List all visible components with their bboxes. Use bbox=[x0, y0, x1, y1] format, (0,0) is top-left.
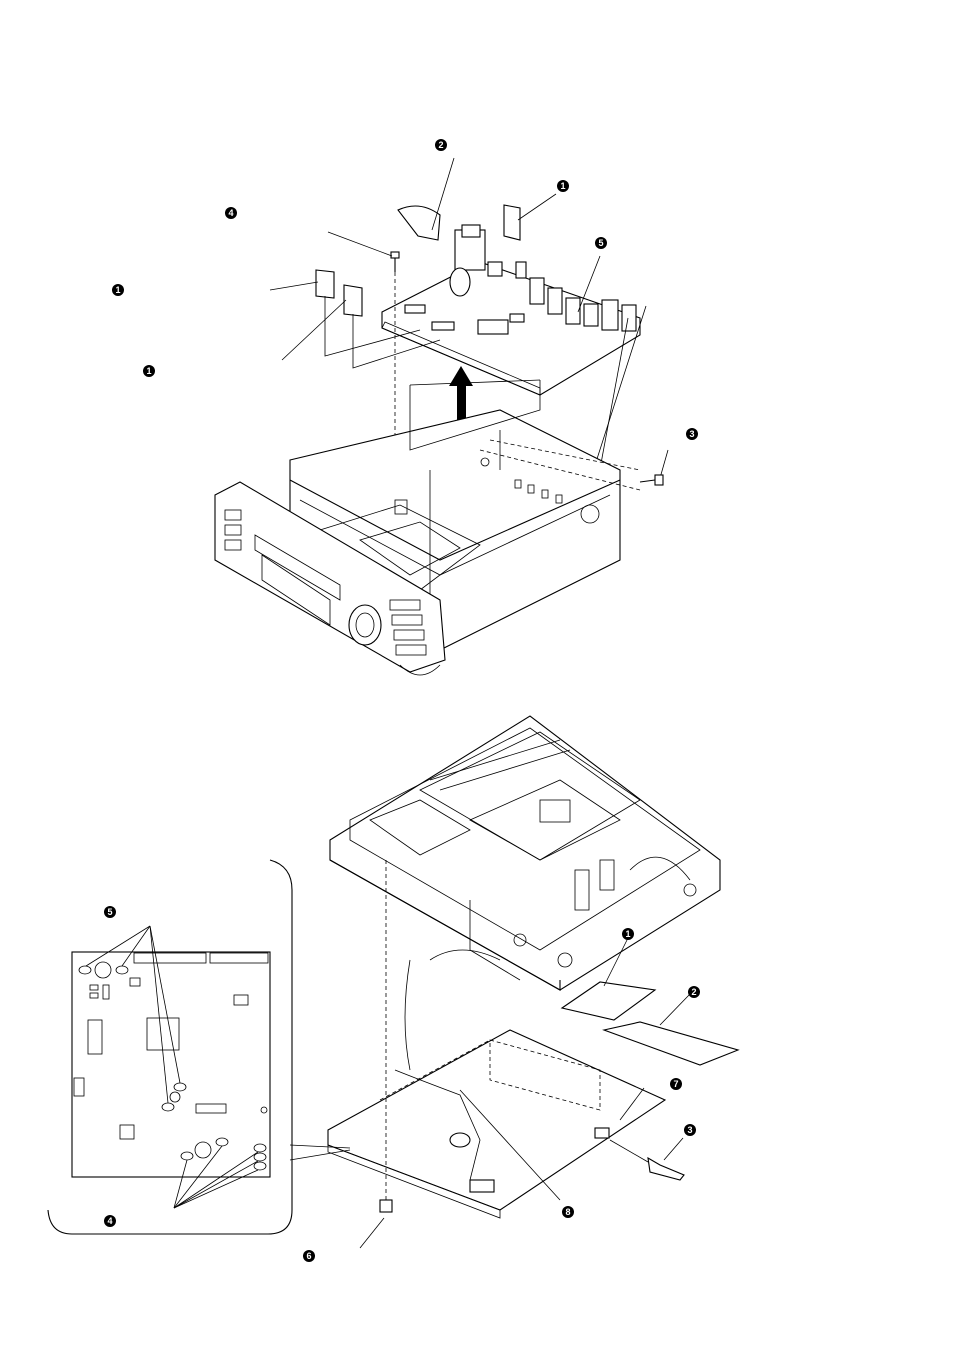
svg-text:5: 5 bbox=[107, 907, 112, 917]
callout-3-top: 3 bbox=[686, 428, 698, 440]
svg-text:2: 2 bbox=[438, 140, 443, 150]
callout-1-top-left-upper: 1 bbox=[112, 284, 124, 296]
screw-6 bbox=[360, 860, 392, 1248]
top-figure: 2 1 4 5 1 1 3 bbox=[112, 139, 698, 675]
inset-detail bbox=[48, 860, 292, 1234]
callout-8-bottom: 8 bbox=[562, 1206, 574, 1218]
svg-text:1: 1 bbox=[560, 181, 565, 191]
svg-text:8: 8 bbox=[565, 1207, 570, 1217]
connector-cable-3 bbox=[610, 1138, 684, 1180]
svg-text:1: 1 bbox=[625, 929, 630, 939]
svg-text:4: 4 bbox=[228, 208, 233, 218]
svg-text:6: 6 bbox=[306, 1251, 311, 1261]
svg-text:4: 4 bbox=[107, 1216, 112, 1226]
callout-2-bottom: 2 bbox=[688, 986, 700, 998]
screw-3 bbox=[640, 475, 663, 485]
callout-1-top-left-lower: 1 bbox=[143, 365, 155, 377]
svg-text:7: 7 bbox=[673, 1079, 678, 1089]
callout-5-bottom: 5 bbox=[104, 906, 116, 918]
callout-3-bottom: 3 bbox=[684, 1124, 696, 1136]
callout-6-bottom: 6 bbox=[303, 1250, 315, 1262]
svg-text:1: 1 bbox=[115, 285, 120, 295]
screw-4 bbox=[391, 252, 399, 272]
cd-mechanism bbox=[330, 716, 720, 990]
svg-text:1: 1 bbox=[146, 366, 151, 376]
svg-text:3: 3 bbox=[689, 429, 694, 439]
callout-1-top-right: 1 bbox=[557, 180, 569, 192]
callout-1-bottom: 1 bbox=[622, 928, 634, 940]
callout-5-top: 5 bbox=[595, 237, 607, 249]
svg-text:3: 3 bbox=[687, 1125, 692, 1135]
svg-text:5: 5 bbox=[598, 238, 603, 248]
svg-text:2: 2 bbox=[691, 987, 696, 997]
callout-4-top: 4 bbox=[225, 207, 237, 219]
callout-7-bottom: 7 bbox=[670, 1078, 682, 1090]
main-circuit-board bbox=[382, 225, 640, 395]
callout-4-bottom: 4 bbox=[104, 1215, 116, 1227]
bottom-figure: 5 1 2 7 3 4 8 6 bbox=[48, 716, 738, 1262]
callout-2-top: 2 bbox=[435, 139, 447, 151]
